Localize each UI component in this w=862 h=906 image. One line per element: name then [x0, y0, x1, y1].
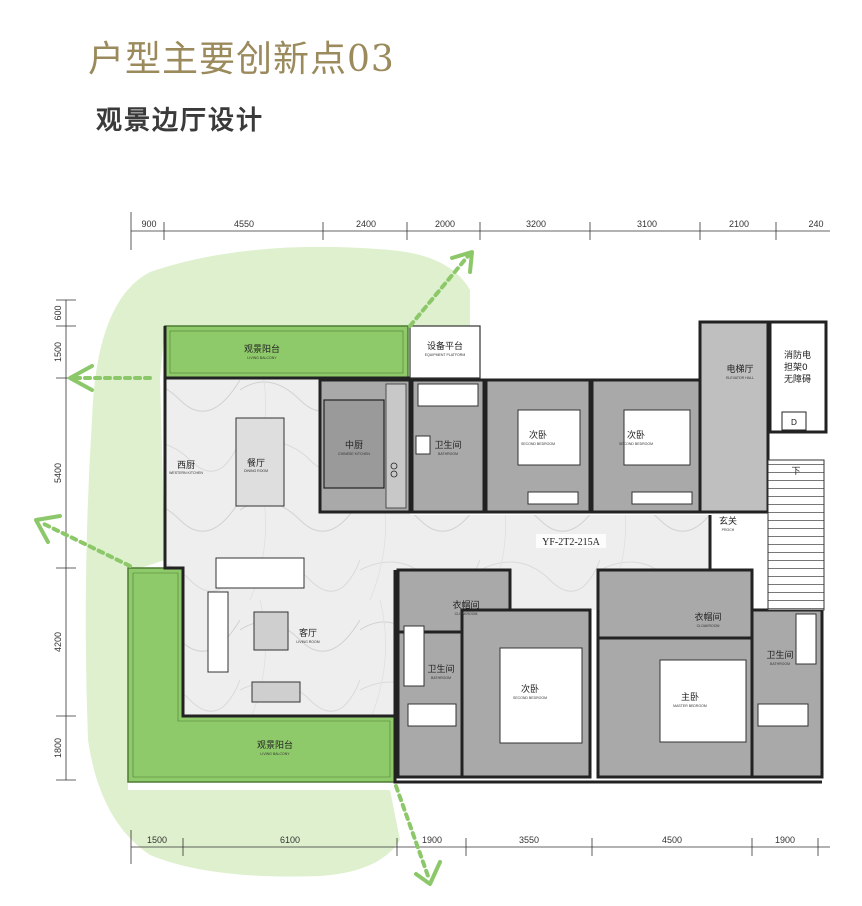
cloak2-room	[596, 568, 754, 640]
label-western-kitchen-en: WESTERN KITCHEN	[169, 471, 203, 475]
view-glow-area	[85, 246, 470, 877]
label-fire-1: 消防电	[784, 349, 811, 361]
arrow-heads	[34, 250, 474, 886]
label-porch-en: PROCH	[722, 528, 735, 532]
dim-top-6: 3100	[637, 219, 657, 229]
arrow-left-top-head	[68, 364, 94, 392]
page-subtitle: 观景边厅设计	[96, 106, 265, 136]
dim-top-7: 2100	[729, 219, 749, 229]
dim-left-2: 1500	[53, 342, 63, 362]
label-bed2c: 次卧	[521, 683, 539, 695]
label-fire-d: D	[791, 418, 797, 427]
dim-top-8: 240	[808, 219, 823, 229]
label-fire-3: 无障碍	[784, 373, 811, 385]
dimension-left: 600 1500 5400 4200 1800	[53, 299, 76, 781]
label-bath2-en: BATHROOM	[431, 676, 451, 680]
label-equipment-en: EQUIPMENT PLATFORM	[425, 353, 466, 357]
view-arrows	[42, 254, 470, 878]
dimension-top: 900 4550 2400 2000 3200 3100 2100 240	[130, 212, 830, 250]
label-bed2c-en: SECOND BEDROOM	[513, 696, 547, 700]
dim-top-2: 4550	[234, 219, 254, 229]
dim-top-1: 900	[141, 219, 156, 229]
stairwell	[767, 459, 825, 611]
label-equipment: 设备平台	[427, 340, 463, 352]
label-bed2b: 次卧	[627, 429, 645, 441]
label-balcony-bottom-en: LIVING BALCONY	[260, 752, 290, 756]
label-living: 客厅	[299, 627, 317, 639]
label-porch: 玄关	[719, 515, 737, 527]
label-balcony-top-en: LIVING BALCONY	[247, 356, 277, 360]
dim-bottom-5: 4500	[662, 835, 682, 845]
label-master-en: MASTER BEDROOM	[673, 704, 707, 708]
arrow-left-bottom-head	[34, 514, 62, 544]
label-stair-down: 下	[791, 467, 800, 477]
label-chinese-kitchen: 中厨	[345, 439, 363, 451]
dim-bottom-2: 6100	[280, 835, 300, 845]
dim-top-4: 2000	[435, 219, 455, 229]
label-bed2a: 次卧	[529, 429, 547, 441]
page-title: 户型主要创新点03	[88, 39, 395, 80]
label-cloak1: 衣帽间	[452, 599, 479, 611]
dim-left-5: 1800	[53, 738, 63, 758]
label-bath3-en: BATHROOM	[770, 662, 790, 666]
label-bath1-en: BATHROOM	[438, 452, 458, 456]
dim-bottom-3: 1900	[422, 835, 442, 845]
dim-left-1: 600	[53, 305, 63, 320]
label-elevator-en: ELEVATOR HALL	[726, 376, 754, 380]
label-dining: 餐厅	[247, 457, 265, 469]
label-western-kitchen: 西厨	[177, 460, 195, 471]
label-elevator: 电梯厅	[726, 363, 753, 375]
furniture	[207, 383, 817, 744]
label-master: 主卧	[681, 691, 699, 703]
elevator-room	[698, 320, 770, 514]
label-bath3: 卫生间	[766, 649, 793, 661]
dim-bottom-1: 1500	[147, 835, 167, 845]
label-chinese-kitchen-en: CHINESE KITCHEN	[338, 452, 370, 456]
walls	[163, 322, 822, 784]
label-balcony-bottom: 观景阳台	[257, 739, 293, 751]
fire-elevator	[768, 320, 828, 434]
label-cloak1-en: CLOAKROOM	[455, 612, 478, 616]
equipment-platform	[409, 325, 481, 379]
dim-left-3: 5400	[53, 463, 63, 483]
label-balcony-top: 观景阳台	[244, 343, 280, 355]
label-bath2: 卫生间	[427, 663, 454, 675]
label-cloak2: 衣帽间	[694, 611, 721, 623]
dim-left-4: 4200	[53, 632, 63, 652]
label-dining-en: DINING ROOM	[244, 469, 268, 473]
dim-top-5: 3200	[526, 219, 546, 229]
label-cloak2-en: CLOAKROOM	[697, 624, 720, 628]
unit-code: YF-2T2-215A	[542, 537, 601, 548]
label-living-en: LIVING ROOM	[296, 640, 319, 644]
arrow-bottom-head	[414, 860, 442, 886]
dim-bottom-4: 3550	[519, 835, 539, 845]
dim-top-3: 2400	[356, 219, 376, 229]
label-fire-2: 担架0	[784, 361, 808, 373]
balcony-top	[164, 325, 409, 379]
room-labels: 观景阳台 LIVING BALCONY 设备平台 EQUIPMENT PLATF…	[169, 340, 811, 756]
living-dining-floor	[165, 378, 710, 716]
dimension-bottom: 1500 6100 1900 3550 4500 1900	[130, 830, 830, 864]
dim-bottom-6: 1900	[775, 835, 795, 845]
label-bath1: 卫生间	[434, 439, 461, 451]
label-bed2b-en: SECOND BEDROOM	[619, 442, 653, 446]
arrow-top-head	[450, 250, 474, 274]
label-bed2a-en: SECOND BEDROOM	[521, 442, 555, 446]
